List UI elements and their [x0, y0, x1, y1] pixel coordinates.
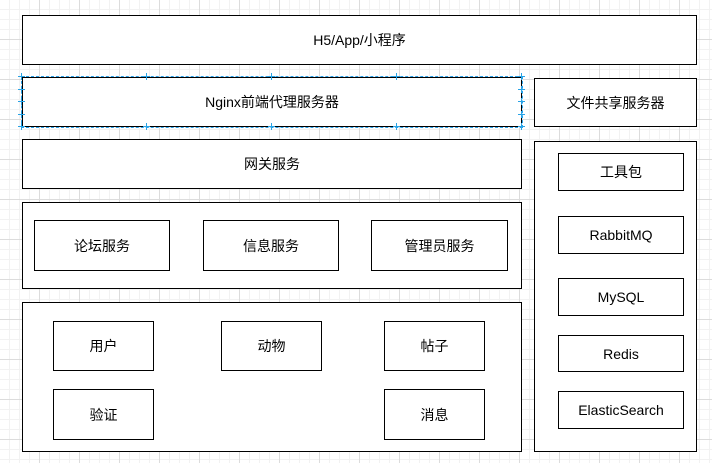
infra-mysql-box[interactable]: MySQL [558, 278, 684, 316]
module-verify-box[interactable]: 验证 [53, 389, 154, 440]
infra-redis-box[interactable]: Redis [558, 335, 684, 372]
service-info-box[interactable]: 信息服务 [203, 220, 339, 271]
gateway-box[interactable]: 网关服务 [22, 139, 522, 189]
service-forum-label: 论坛服务 [74, 237, 130, 254]
module-animal-box[interactable]: 动物 [221, 321, 322, 371]
module-message-label: 消息 [420, 406, 449, 423]
module-user-box[interactable]: 用户 [53, 321, 154, 371]
service-forum-box[interactable]: 论坛服务 [34, 220, 170, 271]
infra-elasticsearch-box[interactable]: ElasticSearch [558, 391, 684, 429]
infra-toolkit-label: 工具包 [600, 164, 642, 180]
service-admin-label: 管理员服务 [404, 237, 475, 254]
module-post-box[interactable]: 帖子 [384, 321, 485, 371]
service-admin-box[interactable]: 管理员服务 [371, 220, 508, 271]
module-verify-label: 验证 [89, 406, 118, 423]
file-server-label: 文件共享服务器 [566, 94, 665, 111]
infra-toolkit-box[interactable]: 工具包 [558, 153, 684, 191]
module-animal-label: 动物 [257, 338, 286, 354]
infra-rabbitmq-label: RabbitMQ [589, 227, 653, 243]
infra-redis-label: Redis [603, 345, 639, 362]
file-server-box[interactable]: 文件共享服务器 [534, 78, 697, 127]
nginx-proxy-label: Nginx前端代理服务器 [205, 94, 339, 110]
infra-elasticsearch-label: ElasticSearch [578, 402, 664, 418]
module-user-label: 用户 [89, 338, 118, 354]
service-info-label: 信息服务 [243, 237, 299, 254]
module-post-label: 帖子 [420, 338, 449, 354]
gateway-label: 网关服务 [244, 156, 300, 172]
module-message-box[interactable]: 消息 [384, 389, 485, 440]
client-layer-box[interactable]: H5/App/小程序 [22, 15, 697, 65]
infra-rabbitmq-box[interactable]: RabbitMQ [558, 216, 684, 254]
nginx-proxy-box[interactable]: Nginx前端代理服务器 [22, 77, 522, 127]
infra-mysql-label: MySQL [597, 289, 645, 305]
client-layer-label: H5/App/小程序 [313, 32, 406, 48]
